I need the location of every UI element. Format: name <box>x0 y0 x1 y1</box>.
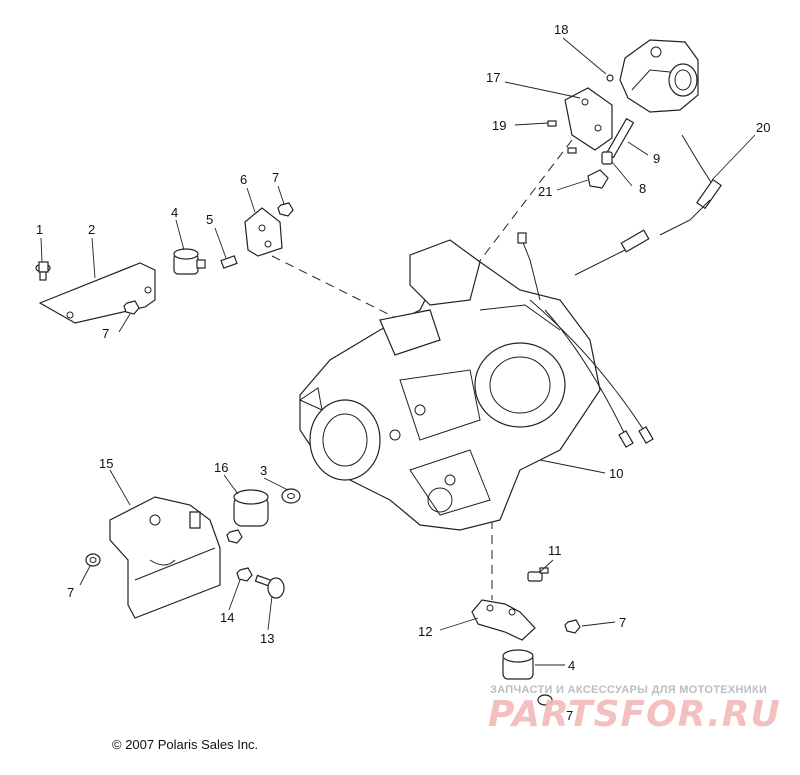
part-4-mount-lower <box>502 649 534 680</box>
part-18-screw <box>606 74 614 82</box>
breather-tube <box>521 239 541 301</box>
watermark-logo: PARTSFOR.RU <box>488 694 781 735</box>
callout-4-upper: 4 <box>171 205 178 220</box>
callout-7-top: 7 <box>272 170 279 185</box>
part-14-nut <box>236 567 253 582</box>
part-7-nut-a <box>277 202 294 217</box>
callout-8: 8 <box>639 181 646 196</box>
part-7-nut-c <box>85 553 101 567</box>
part-8-fitting <box>601 151 613 165</box>
part-21-sensor <box>587 169 609 189</box>
part-19-screw <box>547 120 557 127</box>
callout-17: 17 <box>486 70 500 85</box>
callout-18: 18 <box>554 22 568 37</box>
callout-20: 20 <box>756 120 770 135</box>
part-19-screw-b <box>567 147 577 154</box>
callout-6: 6 <box>240 172 247 187</box>
part-13-bolt <box>254 574 285 599</box>
part-11-bolt <box>527 567 549 582</box>
part-5-bolt <box>220 255 238 269</box>
part-2-bracket <box>38 262 156 324</box>
engine-cable-1 <box>529 299 651 441</box>
part-20-cable <box>574 134 722 276</box>
callout-13: 13 <box>260 631 274 646</box>
callout-7-left: 7 <box>102 326 109 341</box>
callout-2: 2 <box>88 222 95 237</box>
breather-fitting <box>517 232 527 244</box>
part-7-nut-e <box>537 694 553 706</box>
part-4-mount-upper <box>173 248 206 275</box>
callout-1: 1 <box>36 222 43 237</box>
copyright-notice: © 2007 Polaris Sales Inc. <box>112 737 259 752</box>
part-7-nut-d <box>564 619 581 634</box>
callout-16: 16 <box>214 460 228 475</box>
part-1-bolt <box>35 261 51 281</box>
callout-21: 21 <box>538 184 552 199</box>
engine-assembly <box>298 239 601 531</box>
callout-10: 10 <box>609 466 623 481</box>
part-17-cover <box>564 87 613 151</box>
callout-9: 9 <box>653 151 660 166</box>
part-15-bracket <box>109 496 221 619</box>
callout-7-bottom: 7 <box>566 708 573 723</box>
callout-11: 11 <box>548 543 562 558</box>
leader-lines <box>40 37 756 666</box>
callout-15: 15 <box>99 456 113 471</box>
callout-7-bracket: 7 <box>67 585 74 600</box>
callout-19: 19 <box>492 118 506 133</box>
part-16-mount <box>226 489 269 544</box>
part-6-plate <box>244 207 283 257</box>
part-12-bracket <box>471 599 536 641</box>
part-18-throttle-body <box>619 39 699 113</box>
cable-end-1 <box>638 426 654 444</box>
callout-7-right: 7 <box>619 615 626 630</box>
callout-3: 3 <box>260 463 267 478</box>
callout-4-lower: 4 <box>568 658 575 673</box>
part-7-nut-b <box>123 300 140 315</box>
callout-5: 5 <box>206 212 213 227</box>
engine-cable-2 <box>544 309 631 446</box>
watermark-tagline: ЗАПЧАСТИ И АКСЕССУАРЫ ДЛЯ МОТОТЕХНИКИ <box>490 684 768 696</box>
cable-end-2 <box>618 430 634 448</box>
part-3-washer <box>281 488 301 504</box>
callout-14: 14 <box>220 610 234 625</box>
callout-12: 12 <box>418 624 432 639</box>
